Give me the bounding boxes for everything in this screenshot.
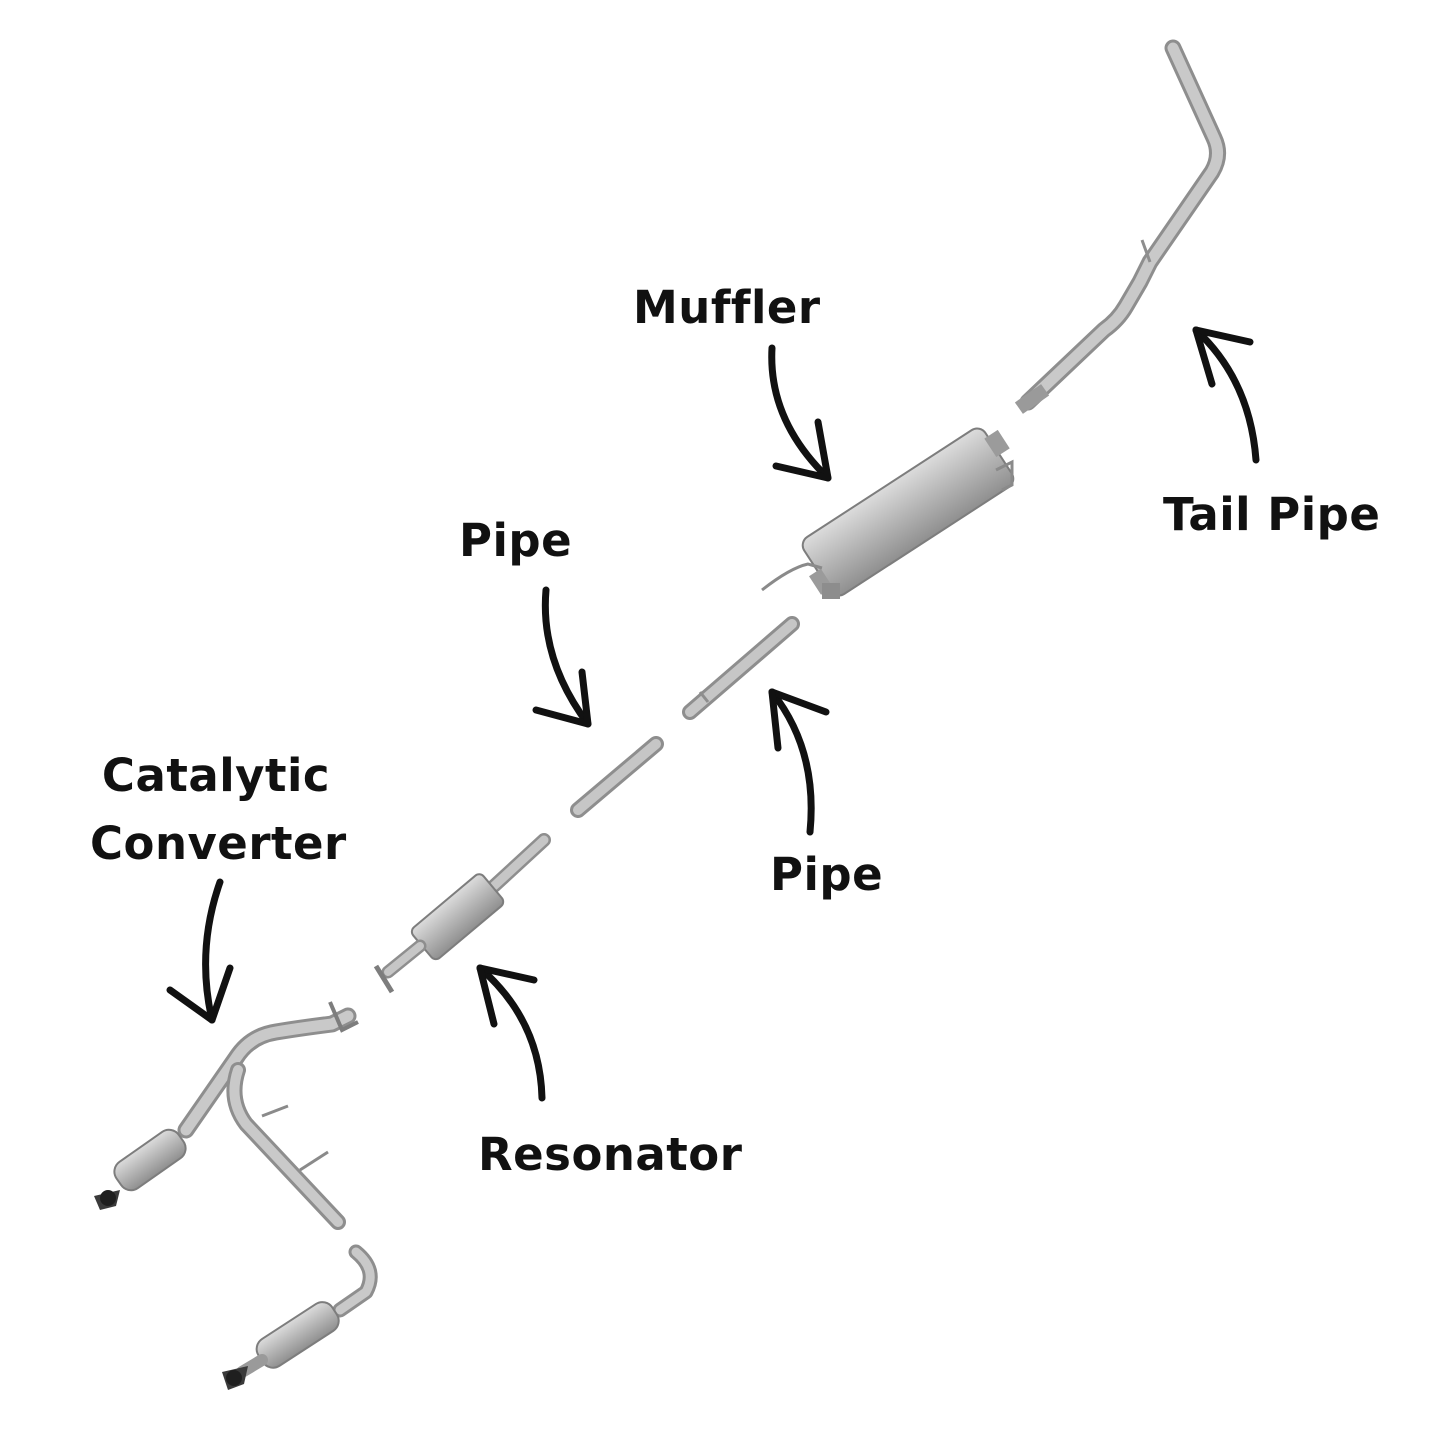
arrow-tail-pipe: [1192, 326, 1260, 464]
arrow-muffler: [768, 344, 832, 482]
pipe-lower-part: [570, 736, 664, 818]
tail-pipe-part: [1014, 39, 1226, 414]
label-pipe-upper: Pipe: [459, 514, 573, 567]
catalytic-converter-lower-part: [222, 1244, 378, 1390]
label-catalytic-line1: Catalytic: [101, 749, 331, 802]
label-resonator: Resonator: [478, 1128, 743, 1181]
muffler-part: [761, 427, 1015, 599]
label-pipe-lower: Pipe: [770, 848, 884, 901]
pipe-upper-part: [682, 616, 800, 720]
arrow-pipe-lower: [768, 688, 830, 836]
label-tail-pipe: Tail Pipe: [1163, 488, 1381, 541]
arrow-pipe-upper: [532, 586, 592, 728]
label-muffler: Muffler: [633, 281, 821, 334]
arrow-catalytic-converter: [166, 878, 234, 1024]
label-catalytic-converter: Catalytic Converter: [90, 742, 347, 878]
resonator-part: [373, 833, 551, 994]
arrow-resonator: [476, 964, 546, 1102]
label-catalytic-line2: Converter: [90, 817, 347, 870]
catalytic-converter-part: [94, 1001, 359, 1230]
